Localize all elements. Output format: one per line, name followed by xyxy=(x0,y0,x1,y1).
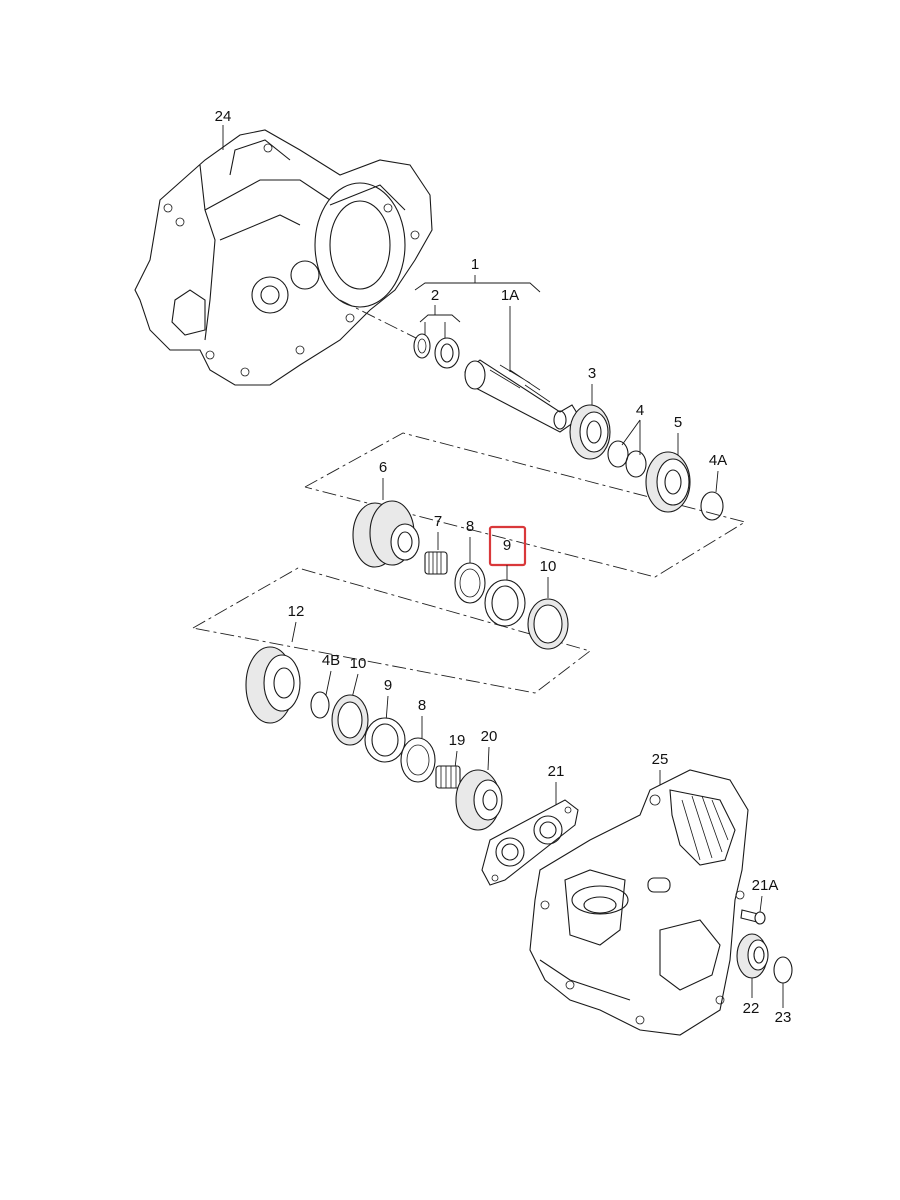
circlip-23[interactable] xyxy=(773,956,793,984)
bearing-ring-2a[interactable] xyxy=(413,333,431,359)
part-label-23: 23 xyxy=(775,1009,792,1026)
gear-22[interactable] xyxy=(736,933,769,979)
part-label-8-lower: 8 xyxy=(418,697,426,714)
synchro-ring-8-upper[interactable] xyxy=(454,562,486,604)
gearbox-housing-rear[interactable] xyxy=(529,769,749,1036)
part-label-25: 25 xyxy=(652,751,669,768)
roller-bearing-2b[interactable] xyxy=(434,337,460,369)
leader-21a xyxy=(759,895,763,913)
part-label-9-lower: 9 xyxy=(384,677,392,694)
leader-4a xyxy=(715,470,719,493)
highlight-box-9[interactable] xyxy=(488,525,527,567)
leader-12 xyxy=(291,621,297,643)
input-shaft-1a[interactable] xyxy=(464,359,581,433)
leader-20 xyxy=(487,746,490,771)
label-bracket-1 xyxy=(414,275,541,293)
gear-12[interactable] xyxy=(245,646,301,724)
leader-4b xyxy=(325,670,332,696)
gear-20[interactable] xyxy=(455,769,503,831)
part-label-3: 3 xyxy=(588,365,596,382)
synchro-ring-8-lower[interactable] xyxy=(400,737,436,783)
bearing-plate-21[interactable] xyxy=(481,799,579,886)
gear-3[interactable] xyxy=(569,404,611,460)
part-label-20: 20 xyxy=(481,728,498,745)
part-label-12: 12 xyxy=(288,603,305,620)
part-label-5: 5 xyxy=(674,414,682,431)
gearbox-housing-front[interactable] xyxy=(134,125,433,386)
circlip-4b[interactable] xyxy=(625,450,647,478)
circlip-4b-ring[interactable] xyxy=(310,691,330,719)
circlip-4a-ring[interactable] xyxy=(700,491,724,521)
part-label-21: 21 xyxy=(548,763,565,780)
gear-5[interactable] xyxy=(645,451,691,513)
circlip-4a[interactable] xyxy=(607,440,629,468)
part-label-8-upper: 8 xyxy=(466,518,474,535)
part-label-1a: 1A xyxy=(501,287,519,304)
synchro-ring-9-lower[interactable] xyxy=(364,717,406,763)
synchro-ring-10-upper[interactable] xyxy=(527,598,569,650)
axis-line-upper xyxy=(339,299,421,341)
part-label-19: 19 xyxy=(449,732,466,749)
leader-19 xyxy=(454,750,458,769)
needle-bearing-7[interactable] xyxy=(424,551,448,575)
part-label-4: 4 xyxy=(636,402,644,419)
label-bracket-2 xyxy=(419,305,461,340)
bolt-21a[interactable] xyxy=(740,909,766,925)
part-label-24: 24 xyxy=(215,108,232,125)
part-label-2: 2 xyxy=(431,287,439,304)
needle-bearing-19[interactable] xyxy=(435,765,461,789)
part-label-10-upper: 10 xyxy=(540,558,557,575)
gear-6[interactable] xyxy=(352,500,420,568)
part-label-7: 7 xyxy=(434,513,442,530)
leader-10-lower xyxy=(351,673,359,699)
part-label-1: 1 xyxy=(471,256,479,273)
synchro-ring-9-upper[interactable] xyxy=(484,579,526,627)
part-label-4b: 4B xyxy=(322,652,340,669)
group-frame-lower xyxy=(192,567,591,694)
part-label-22: 22 xyxy=(743,1000,760,1017)
part-label-4a: 4A xyxy=(709,452,727,469)
part-label-10-lower: 10 xyxy=(350,655,367,672)
synchro-ring-10-lower[interactable] xyxy=(331,694,369,746)
part-label-21a: 21A xyxy=(752,877,779,894)
part-label-6: 6 xyxy=(379,459,387,476)
part-label-9-upper: 9 xyxy=(503,537,511,554)
leader-4 xyxy=(621,419,641,455)
